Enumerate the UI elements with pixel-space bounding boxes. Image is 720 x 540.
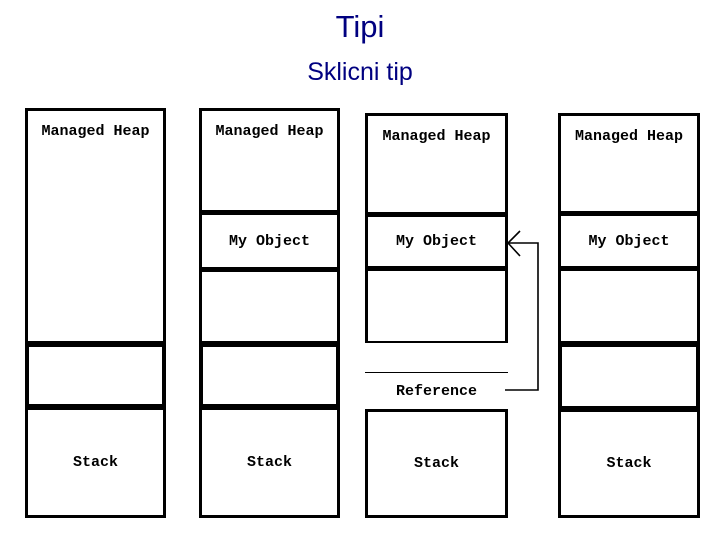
cell-stack-block-empty	[199, 343, 340, 408]
cell-managed-heap: Managed Heap	[558, 113, 700, 214]
diagram-column-step-1: Managed Heap Stack	[25, 108, 166, 518]
reference-arrow	[500, 225, 555, 405]
cell-stack-block-empty	[365, 343, 508, 377]
cell-managed-heap: Managed Heap	[25, 108, 166, 344]
cell-stack-block: Reference	[365, 343, 508, 410]
page-subtitle: Sklicni tip	[307, 58, 413, 86]
diagram-column-step-2: Managed Heap My Object Stack	[199, 108, 340, 518]
cell-managed-heap: Managed Heap	[365, 113, 508, 215]
cell-heap-free-space	[558, 268, 700, 344]
cell-stack: Stack	[25, 407, 166, 518]
cell-stack: Stack	[199, 407, 340, 518]
page-title: Tipi	[335, 9, 385, 44]
cell-managed-heap: Managed Heap	[199, 108, 340, 213]
cell-stack: Stack	[558, 409, 700, 518]
diagram-column-step-4: Managed Heap My Object Stack	[558, 113, 700, 518]
cell-heap-free-space	[199, 269, 340, 344]
diagram-column-step-3: Managed Heap My Object Reference Stack	[365, 113, 508, 518]
cell-stack-block-empty	[25, 343, 166, 408]
cell-my-object: My Object	[558, 213, 700, 269]
cell-heap-free-space	[365, 268, 508, 344]
cell-stack: Stack	[365, 409, 508, 518]
cell-my-object: My Object	[365, 214, 508, 269]
cell-reference: Reference	[365, 372, 508, 410]
cell-stack-block-empty	[558, 343, 700, 410]
cell-my-object: My Object	[199, 212, 340, 270]
